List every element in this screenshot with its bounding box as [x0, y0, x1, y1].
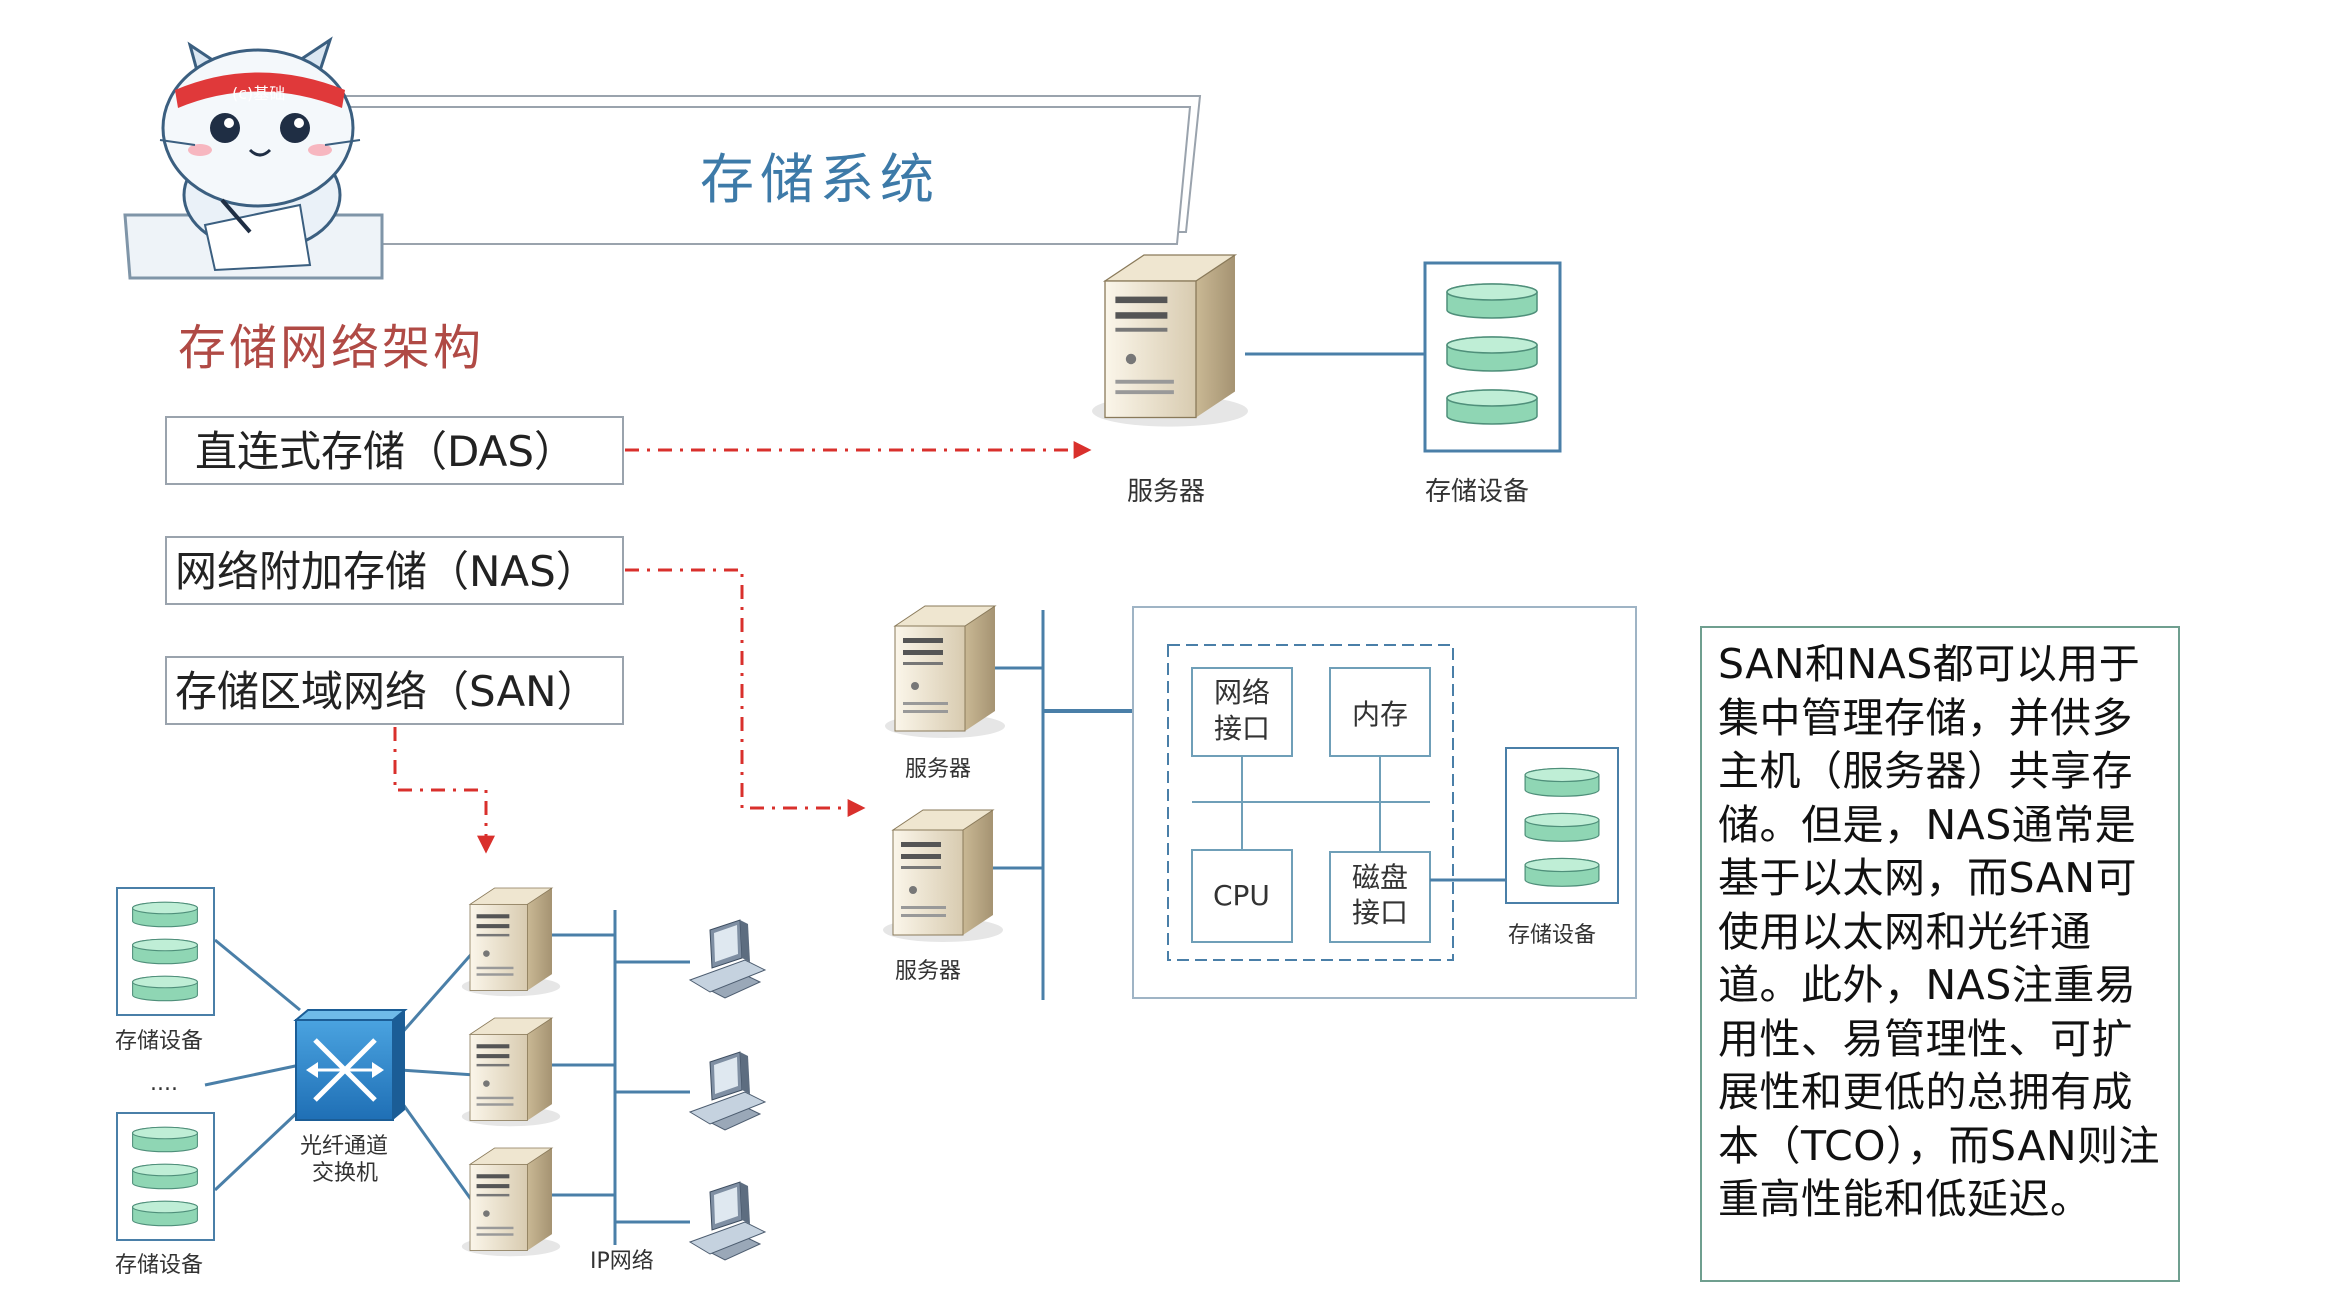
- fiber-switch-label-1: 光纤通道: [300, 1134, 388, 1159]
- san-storage-top-label: 存储设备: [115, 1029, 203, 1054]
- das-storage-label: 存储设备: [1425, 477, 1529, 507]
- nas-arrow: [625, 568, 866, 817]
- san-ellipsis: ....: [150, 1071, 178, 1096]
- net-interface-box: [1191, 667, 1293, 757]
- memory-label: 内存: [1352, 698, 1408, 731]
- page-title: 存储系统: [700, 148, 940, 211]
- category-nas-box: 网络附加存储（NAS）: [165, 536, 624, 605]
- nas-storage-label: 存储设备: [1508, 923, 1596, 948]
- cpu-box: [1191, 849, 1293, 943]
- category-das-box: 直连式存储（DAS）: [165, 416, 624, 485]
- net-interface-line2: 接口: [1214, 712, 1270, 745]
- nas-server-1-icon: [884, 605, 1006, 739]
- san-diagram: 存储设备 .... 存储设备 光纤通道 交换机 IP网络: [115, 887, 766, 1278]
- san-storage-bottom-icon: [116, 1112, 215, 1241]
- fiber-switch-label-2: 交换机: [312, 1161, 378, 1186]
- nas-diagram: 服务器 服务器 网络 接口 内存 CPU 磁盘 接口 存储设备: [882, 605, 1637, 1000]
- das-diagram: 服务器 存储设备: [1091, 254, 1562, 507]
- cat-mascot-icon: (c)基础: [123, 36, 384, 280]
- memory-box: [1329, 667, 1431, 757]
- san-server-1-icon: [461, 887, 561, 997]
- nas-device-internals: [1167, 644, 1454, 961]
- net-interface-line1: 网络: [1214, 676, 1270, 709]
- category-das-label: 直连式存储（DAS）: [195, 427, 576, 476]
- header-banner: 存储系统: [292, 95, 1202, 245]
- das-server-label: 服务器: [1127, 477, 1205, 507]
- disk-interface-line2: 接口: [1352, 896, 1408, 929]
- client-computer-3-icon: [689, 1181, 766, 1261]
- section-subtitle: 存储网络架构: [178, 320, 484, 376]
- nas-storage-icon: [1505, 747, 1619, 904]
- nas-server-2-label: 服务器: [895, 959, 961, 984]
- fiber-switch-icon: [293, 1009, 408, 1121]
- category-san-box: 存储区域网络（SAN）: [165, 656, 624, 725]
- san-server-3-icon: [461, 1147, 561, 1257]
- ip-network-label: IP网络: [590, 1249, 654, 1274]
- disk-interface-box: [1329, 851, 1431, 943]
- client-computer-2-icon: [689, 1051, 766, 1131]
- san-storage-top-icon: [116, 887, 215, 1016]
- nas-server-1-label: 服务器: [905, 757, 971, 782]
- client-computer-1-icon: [689, 919, 766, 999]
- mascot-headband-text: (c)基础: [232, 84, 285, 103]
- connector-arrows: [393, 441, 1092, 854]
- cpu-label: CPU: [1213, 879, 1270, 912]
- san-server-2-icon: [461, 1017, 561, 1127]
- category-san-label: 存储区域网络（SAN）: [175, 667, 599, 716]
- das-storage-icon: [1423, 261, 1562, 453]
- san-storage-bottom-label: 存储设备: [115, 1253, 203, 1278]
- comparison-note: SAN和NAS都可以用于集中管理存储，并供多主机（服务器）共享存储。但是，NAS…: [1700, 626, 2180, 1282]
- disk-interface-line1: 磁盘: [1352, 861, 1408, 894]
- nas-server-2-icon: [882, 809, 1004, 943]
- das-server-icon: [1091, 254, 1249, 428]
- category-nas-label: 网络附加存储（NAS）: [175, 547, 598, 596]
- san-arrow: [393, 727, 495, 854]
